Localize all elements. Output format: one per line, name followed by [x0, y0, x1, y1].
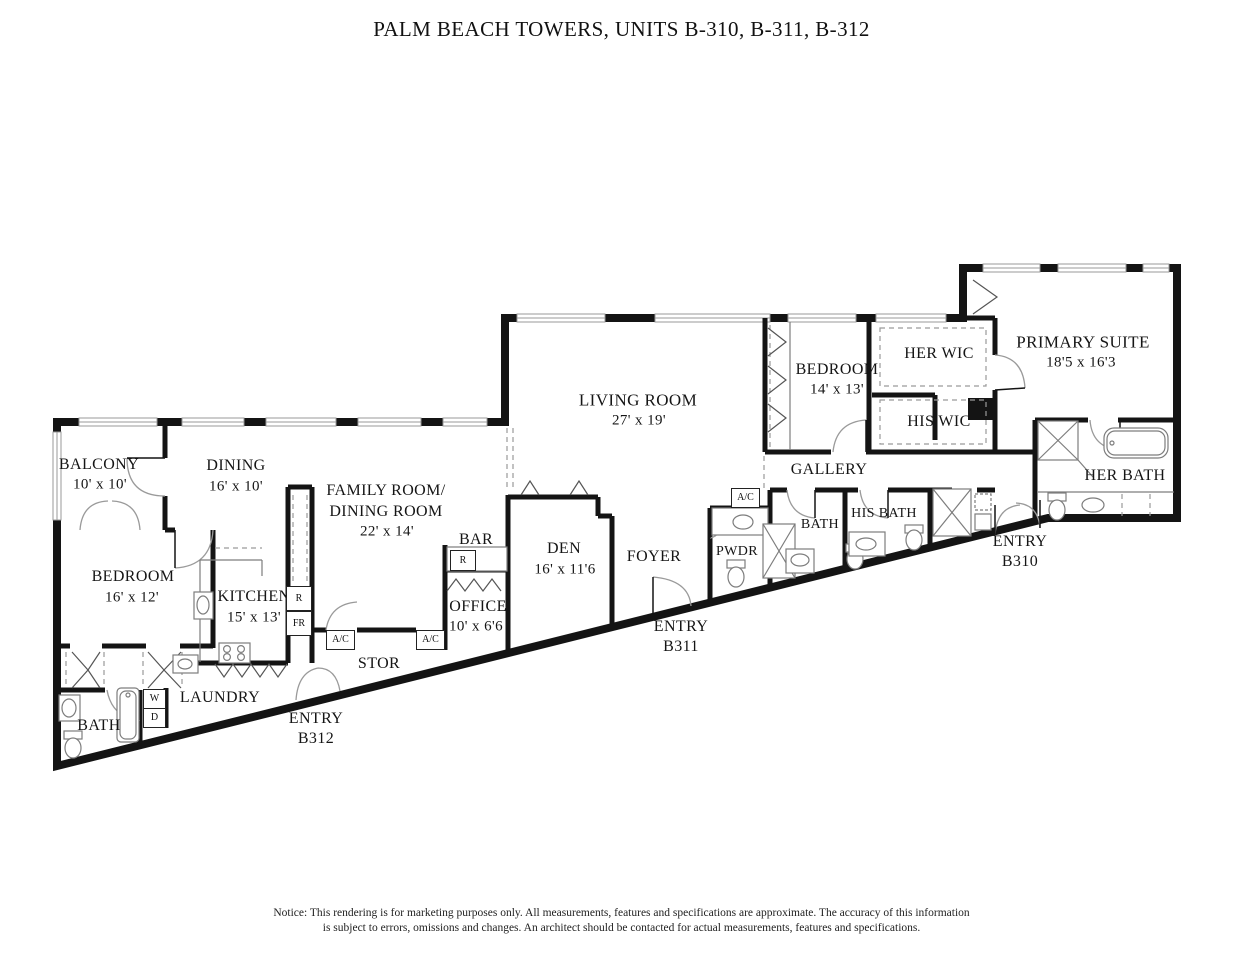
- door-leaves: [127, 387, 1121, 720]
- his-bath-fixtures: [848, 488, 992, 557]
- laundry-label: LAUNDRY: [179, 689, 261, 706]
- disclaimer-notice: Notice: This rendering is for marketing …: [0, 906, 1243, 936]
- refrigerator-box: R: [286, 586, 312, 611]
- washer-box: W: [143, 689, 166, 709]
- bedroom-b310-dims: 14' x 13': [809, 381, 865, 398]
- primary-suite-label: PRIMARY SUITE: [1016, 332, 1150, 352]
- dashed-lines: [65, 325, 1151, 684]
- balcony-label: BALCONY: [58, 456, 140, 473]
- entry-b312-label: ENTRY: [288, 710, 344, 727]
- freezer-box: FR: [286, 611, 312, 636]
- his-wic-label: HIS WIC: [907, 413, 971, 430]
- ac-unit-family-left: A/C: [326, 630, 355, 650]
- living-room-label: LIVING ROOM: [578, 390, 698, 410]
- kitchen-label: KITCHEN: [217, 588, 291, 605]
- dryer-box: D: [143, 708, 166, 728]
- bath-b310-label: BATH: [800, 517, 840, 532]
- dining-label: DINING: [206, 457, 266, 474]
- bifold-chevrons: [71, 279, 999, 689]
- her-bath-fixtures: [1037, 420, 1174, 521]
- entry-b311-label: ENTRY: [653, 618, 709, 635]
- bedroom-b312-dims: 16' x 12': [104, 589, 160, 606]
- entry-b312-unit: B312: [297, 730, 335, 747]
- pwdr-fixtures: [711, 507, 769, 588]
- wic-column: [968, 398, 994, 420]
- his-bath-label: HIS BATH: [851, 506, 917, 521]
- primary-suite-dims: 18'5 x 16'3: [1046, 354, 1116, 371]
- pwdr-label: PWDR: [715, 544, 759, 559]
- bar-label: BAR: [458, 531, 494, 548]
- her-bath-label: HER BATH: [1084, 467, 1166, 484]
- office-label: OFFICE: [449, 598, 507, 615]
- bath-b312-label: BATH: [77, 717, 121, 734]
- office-dims: 10' x 6'6: [448, 618, 504, 635]
- stove: [218, 642, 251, 664]
- ac-unit-pwdr: A/C: [731, 488, 760, 508]
- bedroom-b312-label: BEDROOM: [91, 568, 175, 585]
- gallery-label: GALLERY: [790, 461, 868, 478]
- doors: [71, 279, 1121, 721]
- disclaimer-line-1: Notice: This rendering is for marketing …: [273, 907, 970, 919]
- den-label: DEN: [546, 540, 582, 557]
- balcony-dims: 10' x 10': [72, 476, 128, 493]
- ac-unit-family-right: A/C: [416, 630, 445, 650]
- entry-b310-label: ENTRY: [992, 533, 1048, 550]
- bath-b312-fixtures: [58, 687, 140, 759]
- living-room-dims: 27' x 19': [611, 412, 667, 429]
- entry-b311-unit: B311: [663, 638, 699, 655]
- den-dims: 16' x 11'6: [534, 561, 596, 578]
- bar-fridge-box: R: [450, 550, 476, 571]
- her-wic-label: HER WIC: [904, 345, 974, 362]
- family-room-label-2: DINING ROOM: [329, 503, 443, 520]
- page-title: PALM BEACH TOWERS, UNITS B-310, B-311, B…: [373, 17, 870, 41]
- stor-label: STOR: [357, 655, 401, 672]
- laundry-sink: [172, 654, 199, 674]
- entry-b310-unit: B310: [1001, 553, 1039, 570]
- family-room-label-1: FAMILY ROOM/: [326, 482, 446, 499]
- dining-dims: 16' x 10': [208, 478, 264, 495]
- family-room-dims: 22' x 14': [359, 523, 415, 540]
- foyer-label: FOYER: [626, 548, 682, 565]
- bedroom-b310-label: BEDROOM: [795, 361, 879, 378]
- windows: [52, 263, 1170, 521]
- kitchen-dims: 15' x 13': [226, 609, 282, 626]
- disclaimer-line-2: is subject to errors, omissions and chan…: [322, 922, 921, 934]
